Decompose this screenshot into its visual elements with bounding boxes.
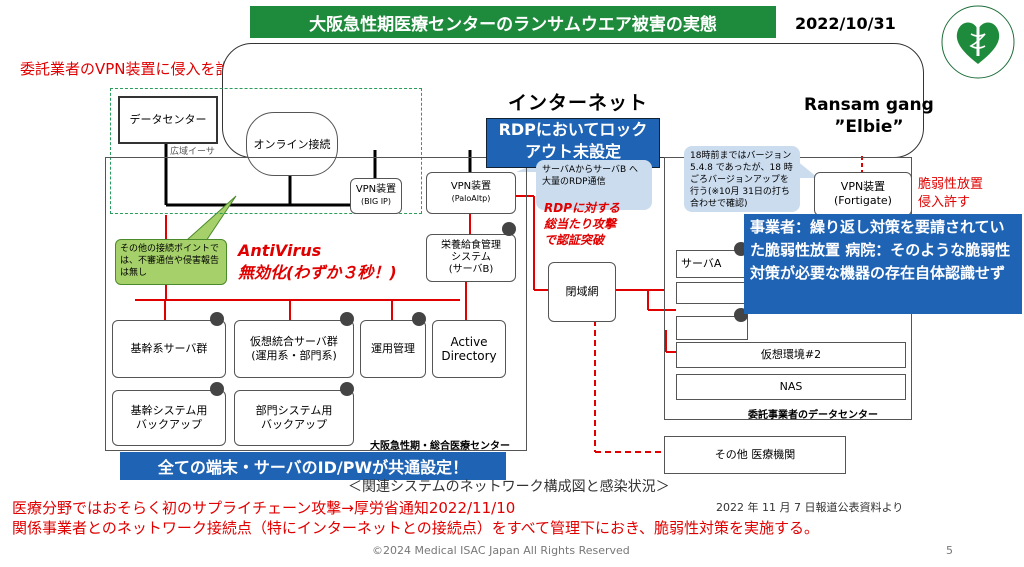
dept-backup-line1: 部門システム用: [255, 404, 333, 417]
vpn-paloalto-line2: (PaloAltp): [451, 194, 491, 203]
ad-line1: Active: [450, 335, 488, 349]
vpn-bigip-line1: VPN装置: [355, 184, 397, 195]
footer-line2: 関係事業者とのネットワーク接続点（特にインターネットとの接続点）をすべて管理下に…: [12, 519, 820, 537]
version-bubble: 18時前まではバージョン 5.4.8 であったが、18 時ごろバージョンアップを…: [684, 146, 800, 212]
virus-icon: [340, 382, 354, 396]
virtual-env-2: 仮想環境#2: [676, 342, 906, 368]
gang-line2: ”Elbie”: [834, 117, 904, 137]
virtual-servers-line1: 仮想統合サーバ群: [250, 335, 338, 348]
vendor-hospital-callout: 事業者：繰り返し対策を要請されていた脆弱性放置 病院：そのような脆弱性対策が必要…: [744, 214, 1022, 314]
virtual-servers-line2: (運用系・部門系): [251, 349, 337, 362]
copyright: ©2024 Medical ISAC Japan All Rights Rese…: [372, 544, 630, 557]
core-servers: 基幹系サーバ群: [112, 320, 226, 378]
hospital-network: [105, 157, 527, 451]
other-inst-label: その他 医療機関: [714, 448, 796, 461]
nas: NAS: [676, 374, 906, 400]
vuln-line1: 脆弱性放置: [918, 177, 984, 192]
core-servers-label: 基幹系サーバ群: [130, 342, 208, 355]
vpn-bigip: VPN装置 (BIG IP): [350, 178, 402, 214]
vpn-paloalto: VPN装置 (PaloAltp): [426, 172, 516, 214]
hospital-label: 大阪急性期・総合医療センター: [370, 441, 510, 452]
date: 2022/10/31: [795, 14, 896, 33]
vuln-line2: 侵入許す: [918, 195, 971, 210]
vpn-bigip-line2: (BIG IP): [360, 197, 391, 206]
ops-label: 運用管理: [371, 342, 415, 355]
vendor-datacenter-label: 委託事業者のデータセンター: [748, 410, 878, 421]
datacenter-box: データセンター: [118, 96, 218, 144]
nutrition-server-b: 栄養給食管理システム(サーバB): [426, 234, 516, 282]
internet-label: インターネット: [508, 92, 649, 114]
closed-network-label: 閉域網: [565, 285, 599, 298]
nutrition-line2: システム: [451, 252, 491, 263]
closed-network: 閉域網: [548, 262, 616, 322]
antivirus-line2: 無効化(わずか３秒！): [238, 263, 397, 282]
rdp-attack-line1: RDPに対する: [544, 201, 620, 215]
dept-backup-line2: バックアップ: [260, 418, 327, 431]
rdp-attack-note: RDPに対する 総当たり攻撃 で認証突破: [544, 200, 620, 248]
virus-icon: [502, 222, 516, 236]
medical-isac-logo: [941, 5, 1015, 79]
virus-icon: [412, 312, 426, 326]
vulnerability-note: 脆弱性放置 侵入許す: [918, 176, 983, 212]
virus-icon: [340, 312, 354, 326]
nas-label: NAS: [779, 380, 803, 393]
vpn-fortigate-line1: VPN装置: [840, 180, 886, 193]
other-medical-institutions: その他 医療機関: [664, 436, 846, 474]
rdp-attack-line3: で認証突破: [544, 233, 605, 247]
rdp-traffic-bubble: サーバAからサーバB へ大量のRDP通信: [536, 160, 652, 210]
virus-icon: [210, 312, 224, 326]
rdp-lockout-callout: RDPにおいてロック アウト未設定: [486, 118, 660, 168]
source-note: 2022 年 11 月 7 日報道公表資料より: [716, 501, 904, 514]
vpn-paloalto-line1: VPN装置: [450, 181, 492, 192]
rdp-callout-line1: RDPにおいてロック: [498, 120, 648, 139]
rdp-attack-line2: 総当たり攻撃: [544, 217, 617, 231]
shared-password-callout: 全ての端末・サーバのID/PWが共通設定！: [120, 452, 506, 480]
online-connection: オンライン接続: [246, 112, 338, 176]
page-number: 5: [946, 544, 953, 557]
online-label: オンライン接続: [253, 138, 331, 151]
page-title: 大阪急性期医療センターのランサムウエア被害の実態: [250, 6, 776, 38]
antivirus-line1: AntiVirus: [238, 241, 322, 260]
figure-caption: ＜関連システムのネットワーク構成図と感染状況＞: [348, 479, 670, 495]
core-backup-line1: 基幹システム用: [130, 404, 208, 417]
rdp-callout-line2: アウト未設定: [524, 142, 621, 161]
vendor-server-row: [676, 282, 748, 304]
wide-area-ethernet-label: 広域イーサ: [170, 147, 215, 157]
nutrition-line3: (サーバB): [448, 264, 494, 275]
nutrition-line1: 栄養給食管理: [441, 240, 501, 251]
ad-line2: Directory: [441, 349, 497, 363]
antivirus-note: AntiVirus 無効化(わずか３秒！): [238, 240, 397, 284]
ops-management: 運用管理: [360, 320, 426, 378]
gang-line1: Ransam gang: [804, 95, 934, 115]
server-a-label: サーバA: [681, 257, 722, 270]
dept-backup: 部門システム用バックアップ: [234, 390, 354, 446]
green-note: その他の接続ポイントでは、不審通信や侵害報告は無し: [115, 239, 227, 285]
datacenter-label: データセンター: [129, 113, 207, 126]
footer-line1: 医療分野ではおそらく初のサプライチェーン攻撃→厚労省通知2022/11/10: [12, 499, 516, 517]
vpn-fortigate: VPN装置(Fortigate): [814, 172, 912, 216]
vpn-fortigate-line2: (Fortigate): [834, 194, 892, 207]
ransom-gang-label: Ransam gang ”Elbie”: [804, 94, 934, 138]
core-backup: 基幹システム用バックアップ: [112, 390, 226, 446]
virtual-env-label: 仮想環境#2: [760, 348, 822, 361]
virus-icon: [210, 382, 224, 396]
virtual-servers: 仮想統合サーバ群(運用系・部門系): [234, 320, 354, 378]
dashed-connection-area: [110, 88, 422, 214]
core-backup-line2: バックアップ: [135, 418, 202, 431]
